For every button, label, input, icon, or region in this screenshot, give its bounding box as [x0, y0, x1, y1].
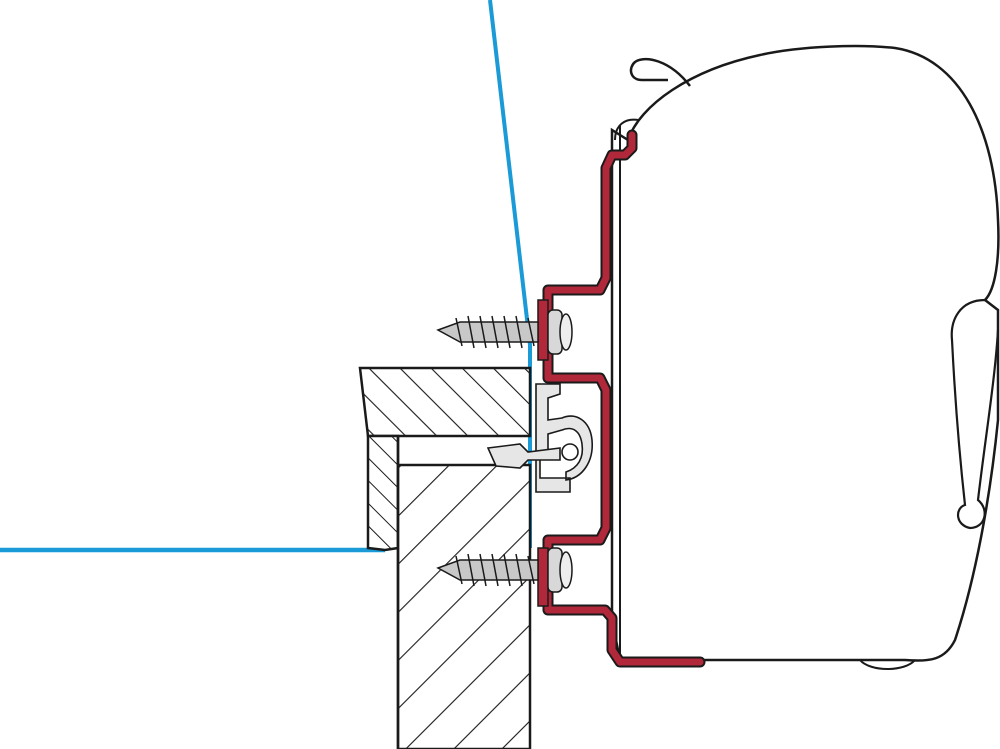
- lower-wood-screw-icon: [436, 547, 573, 593]
- awning-cassette-icon: [610, 44, 1000, 670]
- awning-mounting-bracket-icon: [537, 129, 706, 668]
- rail-clip-icon: [486, 383, 593, 493]
- upper-wood-screw-icon: [436, 309, 573, 355]
- hatched-wood-post-icon: [396, 436, 532, 749]
- hatched-wood-beam-icon: [358, 366, 532, 552]
